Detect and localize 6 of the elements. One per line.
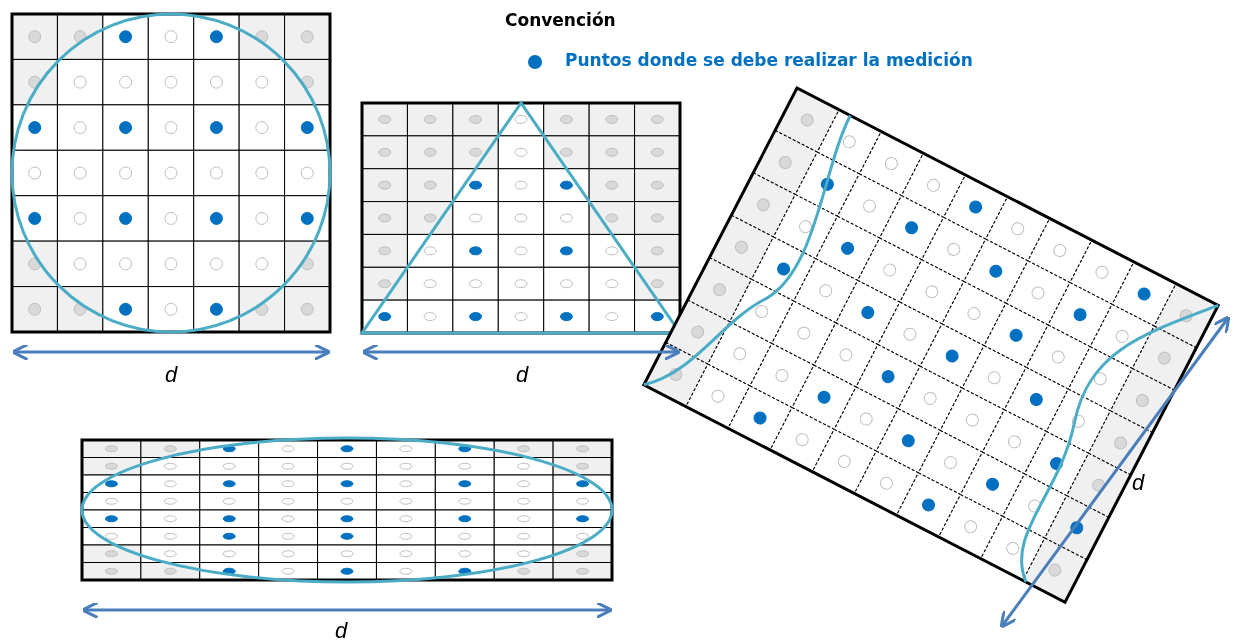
legend-title: Convención bbox=[505, 10, 616, 30]
dimension-label: d bbox=[516, 362, 529, 388]
dimension-label: d bbox=[1132, 470, 1145, 496]
dimension-label: d bbox=[165, 362, 178, 388]
dimension-label: d bbox=[335, 618, 348, 642]
legend-text: Puntos donde se debe realizar la medición bbox=[565, 50, 973, 70]
